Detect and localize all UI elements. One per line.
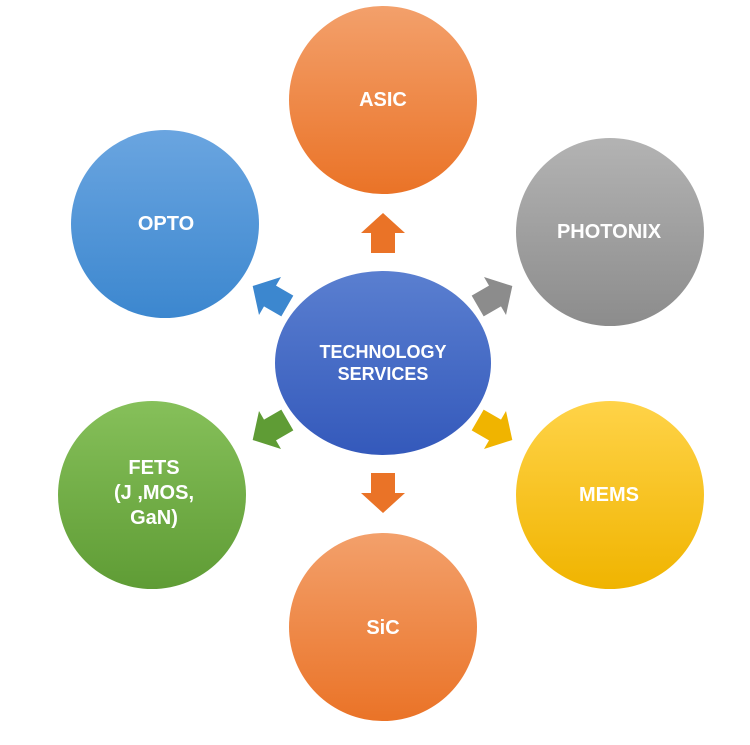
- node-photonix-circle: [516, 138, 704, 326]
- arrow-to-photonix: [471, 276, 513, 317]
- node-asic-circle: [289, 6, 477, 194]
- arrow-to-opto: [252, 276, 294, 317]
- center-node-ellipse: [275, 271, 491, 455]
- arrow-to-asic: [361, 213, 405, 253]
- node-label-asic: ASIC: [359, 88, 407, 111]
- center-label: TECHNOLOGY SERVICES: [319, 341, 447, 385]
- arrow-to-sic: [361, 473, 405, 513]
- node-fets-circle: [58, 401, 246, 589]
- arrow-layer: [252, 213, 513, 513]
- node-layer: [58, 6, 704, 721]
- node-label-mems: MEMS: [579, 483, 639, 506]
- arrow-to-mems: [471, 409, 513, 450]
- node-label-opto: OPTO: [137, 212, 195, 235]
- node-sic-circle: [289, 533, 477, 721]
- arrow-to-fets: [252, 409, 294, 450]
- node-opto-circle: [71, 130, 259, 318]
- node-label-fets: FETS (J ,MOS, GaN): [113, 456, 194, 529]
- node-label-sic: SiC: [366, 616, 400, 639]
- node-mems-circle: [516, 401, 704, 589]
- node-label-photonix: PHOTONIX: [556, 220, 662, 243]
